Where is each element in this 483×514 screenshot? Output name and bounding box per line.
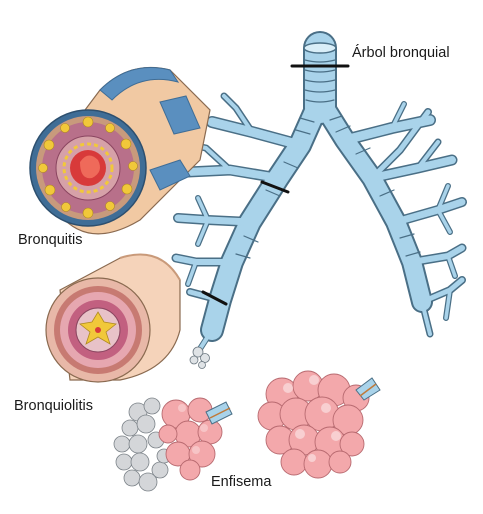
bronchiolitis-cross-section bbox=[46, 254, 180, 382]
bronchial-tree bbox=[176, 43, 462, 369]
label-arbol-bronquial: Árbol bronquial bbox=[352, 45, 450, 61]
label-bronquiolitis: Bronquiolitis bbox=[14, 398, 93, 414]
label-bronquitis: Bronquitis bbox=[18, 232, 82, 248]
bronchitis-cross-section bbox=[30, 68, 210, 234]
label-enfisema: Enfisema bbox=[211, 474, 271, 490]
emphysema-right bbox=[258, 371, 380, 478]
alveolar-cluster-small bbox=[190, 347, 210, 369]
